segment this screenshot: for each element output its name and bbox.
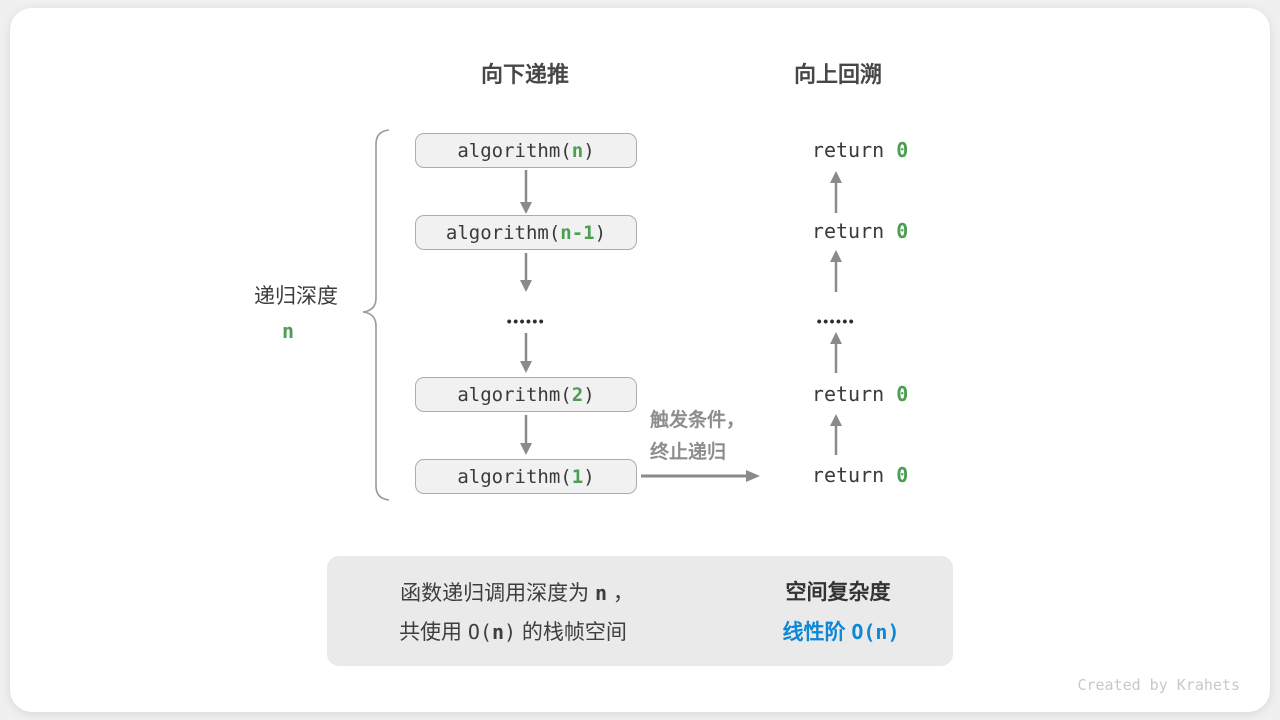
return-statement-2: return 0 [764,195,909,267]
summary-param: n [492,620,505,644]
call-text: ) [583,383,595,406]
call-text: algorithm( [457,465,572,488]
call-param: n [571,139,584,162]
call-text: algorithm( [457,139,572,162]
return-statement-4: return 0 [764,439,909,511]
call-text: ) [583,139,595,162]
return-text: return [811,463,897,487]
call-box-algorithm-2: algorithm(2) [415,377,637,412]
return-ellipsis: •••••• [816,313,856,329]
call-box-algorithm-n-1: algorithm(n-1) [415,215,637,250]
summary-code: O( [467,620,492,644]
call-stack-ellipsis: •••••• [506,313,546,329]
return-value: 0 [896,138,909,162]
call-text: algorithm( [445,221,561,244]
summary-param: n [594,581,608,605]
return-statement-3: return 0 [764,358,909,430]
summary-left-line1: 函数递归调用深度为 n ， [400,577,634,607]
summary-text: ， [607,582,634,605]
summary-text: 的栈帧空间 [516,621,627,644]
summary-panel [327,556,953,666]
header-downward-recursion: 向下递推 [480,62,570,87]
base-case-note-line1: 触发条件， [650,410,746,431]
complexity-notation: O(n) [851,620,900,644]
return-text: return [811,138,897,162]
recursion-depth-label: 递归深度 [254,285,338,308]
call-param: n-1 [560,221,595,244]
return-value: 0 [896,463,909,487]
call-param: 2 [571,383,584,406]
recursion-depth-value: n [281,319,295,343]
complexity-class-label: 线性阶 [782,621,852,644]
summary-text: 共使用 [399,621,468,644]
return-text: return [811,219,897,243]
space-complexity-value: 线性阶 O(n) [782,616,899,646]
base-case-note: 触发条件， 终止递归 [650,405,745,469]
summary-text: 函数递归调用深度为 [400,582,595,605]
call-box-algorithm-1: algorithm(1) [415,459,637,494]
return-value: 0 [896,382,909,406]
header-upward-backtracking: 向上回溯 [793,62,883,87]
call-box-algorithm-n: algorithm(n) [415,133,637,168]
return-text: return [811,382,897,406]
call-param: 1 [571,465,584,488]
return-statement-1: return 0 [764,114,909,186]
summary-left-line2: 共使用 O(n) 的栈帧空间 [399,616,627,646]
space-complexity-title: 空间复杂度 [785,581,891,604]
return-value: 0 [896,219,909,243]
call-text: algorithm( [457,383,572,406]
base-case-note-line2: 终止递归 [650,442,727,463]
summary-code: ) [504,620,517,644]
call-text: ) [583,465,595,488]
call-text: ) [594,221,607,244]
credit-watermark: Created by Krahets [1077,676,1240,694]
